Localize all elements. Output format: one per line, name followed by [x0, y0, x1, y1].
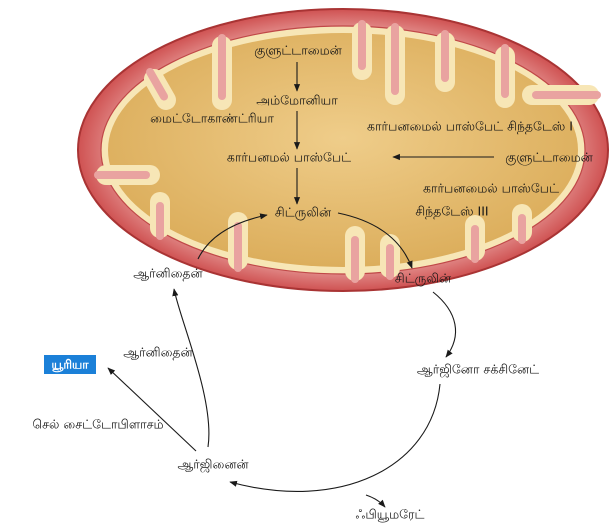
- arrow-argininosuccinate-to-arginine: [230, 384, 440, 491]
- label-ornithine-cyto: ஆர்னிதைன்: [123, 345, 193, 360]
- label-cps3-line2: சிந்தடேஸ் III: [415, 204, 488, 219]
- label-cytoplasm: செல் சைட்டோபிளாசம்: [32, 417, 163, 432]
- label-ornithine-mito: ஆர்னிதைன்: [133, 266, 203, 281]
- arrow-citrulline-to-argininosuccinate: [433, 292, 456, 357]
- label-mitochondria: மைட்டோகாண்ட்ரியா: [150, 111, 274, 126]
- label-arginine: ஆர்ஜினைன்: [177, 457, 249, 473]
- label-citrulline-cyto: சிட்ருலின்: [395, 271, 452, 287]
- arrow-arginine-to-ornithine: [174, 289, 209, 447]
- label-argininosuccinate: ஆர்ஜினோ சக்சினேட்: [417, 362, 540, 378]
- label-citrulline-mito: சிட்ருலின்: [275, 205, 332, 221]
- label-cps3-line1: கார்பனமைல் பாஸ்பேட்: [423, 181, 560, 196]
- arrow-to-fumarate: [366, 495, 385, 507]
- label-cps1: கார்பனமைல் பாஸ்பேட் சிந்தடேஸ் I: [367, 119, 573, 134]
- label-glutamine-top: குளுட்டாமைன்: [254, 43, 342, 59]
- label-fumarate: ஃபியூமரேட்: [356, 507, 426, 522]
- arrow-arginine-to-urea: [108, 368, 196, 451]
- label-glutamine-right: குளுட்டாமைன்: [505, 150, 593, 166]
- label-carbamoyl-phosphate: கார்பனமல் பாஸ்பேட்: [227, 150, 352, 165]
- label-urea: யூரியா: [51, 358, 89, 373]
- label-ammonia: அம்மோனியா: [256, 93, 338, 108]
